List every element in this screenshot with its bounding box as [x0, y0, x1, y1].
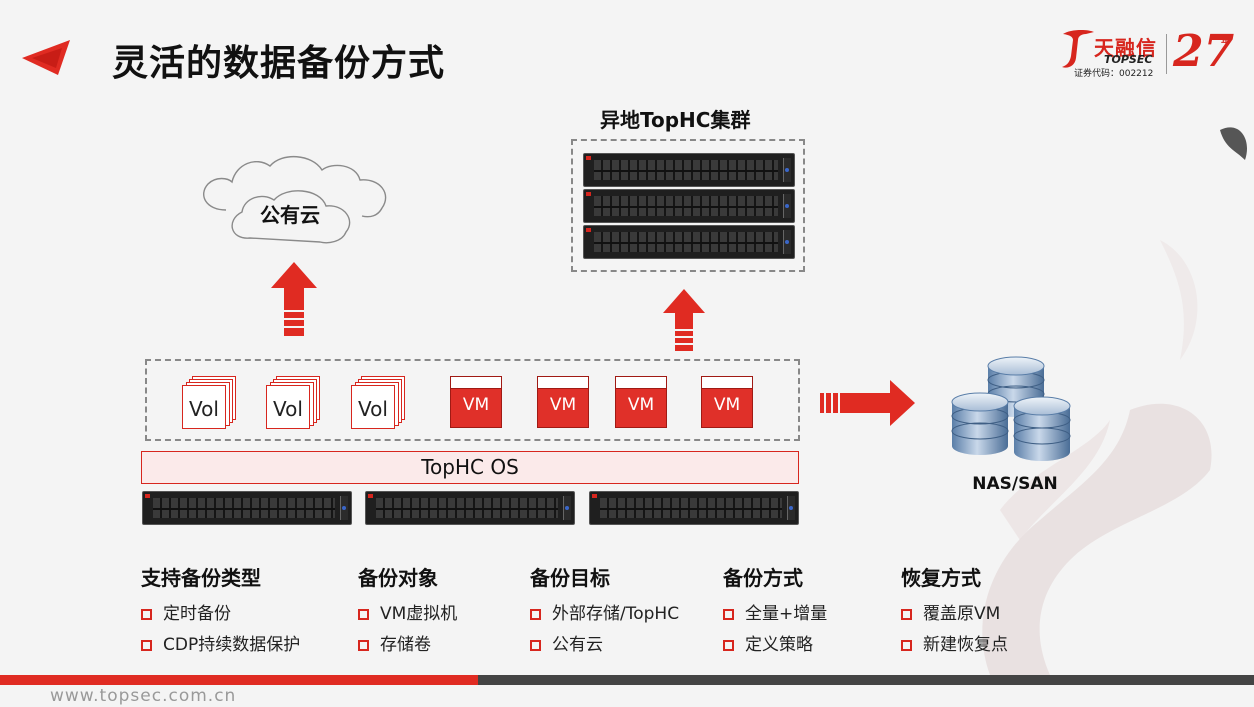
os-bar: TopHC OS: [141, 451, 799, 484]
checkbox-bullet-icon: [358, 640, 369, 651]
server-icon: [583, 225, 795, 259]
column-title: 备份目标: [530, 566, 610, 590]
column-title: 备份对象: [358, 566, 438, 590]
column-restore-methods: 恢复方式 覆盖原VM 新建恢复点: [901, 562, 1008, 661]
footer-url: www.topsec.com.cn: [50, 686, 237, 706]
list-item: 存储卷: [358, 630, 457, 661]
topsec-logo: 天融信 TOPSEC 证券代码：002212 27 年: [1060, 26, 1240, 80]
volume-label: Vol: [273, 397, 303, 421]
nas-label: NAS/SAN: [972, 474, 1058, 494]
checkbox-bullet-icon: [141, 609, 152, 620]
volume-icon: Vol: [351, 376, 407, 430]
cloud-icon: [203, 155, 387, 244]
up-arrow-icon: [663, 289, 705, 351]
column-title: 备份方式: [723, 566, 803, 590]
checkbox-bullet-icon: [530, 609, 541, 620]
list-item-text: 存储卷: [380, 635, 431, 655]
vm-icon: VM: [615, 376, 667, 428]
checkbox-bullet-icon: [530, 640, 541, 651]
page-title: 灵活的数据备份方式: [112, 43, 446, 84]
vm-label: VM: [627, 395, 655, 415]
server-icon: [365, 491, 575, 525]
list-item-text: 定义策略: [745, 635, 813, 655]
list-item: 新建恢复点: [901, 630, 1008, 661]
list-item: 公有云: [530, 630, 679, 661]
column-backup-types: 支持备份类型 定时备份 CDP持续数据保护: [141, 562, 300, 661]
column-backup-objects: 备份对象 VM虚拟机 存储卷: [358, 562, 457, 661]
list-item: CDP持续数据保护: [141, 630, 300, 661]
column-title: 支持备份类型: [141, 566, 261, 590]
database-icon: [951, 356, 1071, 461]
column-backup-methods: 备份方式 全量+增量 定义策略: [723, 562, 827, 661]
list-item-text: 覆盖原VM: [923, 604, 1001, 624]
checkbox-bullet-icon: [723, 609, 734, 620]
list-item-text: 外部存储/TopHC: [552, 604, 680, 624]
list-item-text: 公有云: [552, 635, 603, 655]
vm-label: VM: [462, 395, 490, 415]
logo-name-en: TOPSEC: [1104, 53, 1153, 66]
vm-label: VM: [713, 395, 741, 415]
list-item-text: 新建恢复点: [923, 635, 1008, 655]
stock-code: 证券代码：002212: [1074, 69, 1154, 79]
remote-cluster-label: 异地TopHC集群: [600, 108, 751, 132]
volume-icon: Vol: [182, 376, 238, 430]
server-icon: [142, 491, 352, 525]
vm-label: VM: [549, 395, 577, 415]
list-item: 定时备份: [141, 599, 300, 630]
checkbox-bullet-icon: [358, 609, 369, 620]
vm-icon: VM: [537, 376, 589, 428]
anniversary-number: 27: [1173, 26, 1235, 77]
volume-label: Vol: [189, 397, 219, 421]
topsec-logo-mark-icon: [1062, 29, 1094, 68]
right-arrow-icon: [820, 380, 915, 426]
logo-name-cn: 天融信: [1094, 36, 1157, 60]
checkbox-bullet-icon: [901, 640, 912, 651]
server-icon: [583, 189, 795, 223]
checkbox-bullet-icon: [901, 609, 912, 620]
list-item: 定义策略: [723, 630, 827, 661]
anniversary-suffix: 年: [1221, 37, 1231, 47]
vm-icon: VM: [701, 376, 753, 428]
checkbox-bullet-icon: [141, 640, 152, 651]
list-item-text: 全量+增量: [745, 604, 828, 624]
vm-icon: VM: [450, 376, 502, 428]
footer-bar-dark: [478, 675, 1254, 685]
list-item-text: 定时备份: [163, 604, 231, 624]
list-item-text: CDP持续数据保护: [163, 635, 301, 655]
server-icon: [583, 153, 795, 187]
server-icon: [589, 491, 799, 525]
remote-cluster-box: [571, 139, 805, 272]
local-resources-box: [145, 359, 800, 441]
column-backup-targets: 备份目标 外部存储/TopHC 公有云: [530, 562, 679, 661]
footer-bar-red: [0, 675, 478, 685]
list-item: 外部存储/TopHC: [530, 599, 679, 630]
volume-label: Vol: [358, 397, 388, 421]
logo-divider: [1166, 34, 1167, 74]
volume-icon: Vol: [266, 376, 322, 430]
checkbox-bullet-icon: [723, 640, 734, 651]
column-title: 恢复方式: [901, 566, 981, 590]
list-item: VM虚拟机: [358, 599, 457, 630]
list-item: 覆盖原VM: [901, 599, 1008, 630]
title-arrow-icon: [22, 40, 70, 75]
cloud-label: 公有云: [260, 203, 320, 227]
list-item-text: VM虚拟机: [380, 604, 458, 624]
list-item: 全量+增量: [723, 599, 827, 630]
up-arrow-icon: [271, 262, 317, 336]
